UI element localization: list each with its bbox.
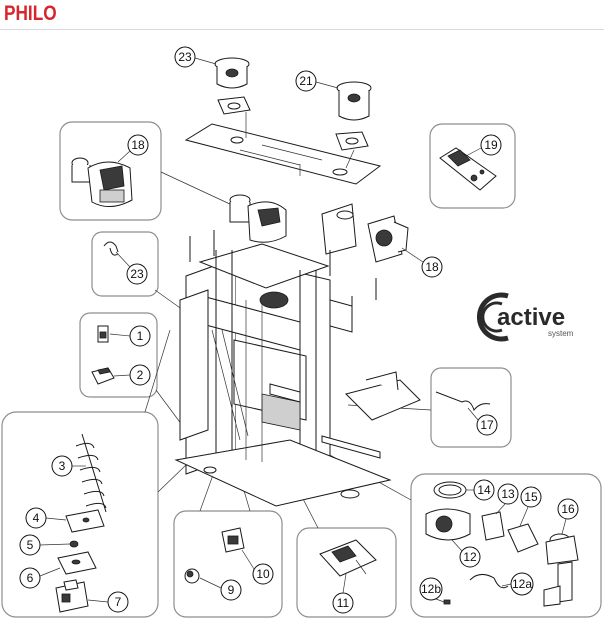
logo-wordmark: active [497, 304, 565, 331]
stove-chassis [174, 230, 421, 507]
probe-17 [435, 391, 491, 412]
detail-box-9-10 [173, 510, 283, 618]
svg-text:6: 6 [27, 571, 34, 585]
control-board-11 [319, 539, 377, 577]
remote-control [439, 147, 497, 191]
combustion-fan-upper [229, 194, 287, 243]
fan-18-detail [71, 157, 133, 207]
svg-text:12: 12 [463, 550, 477, 564]
svg-text:23: 23 [178, 50, 192, 64]
callout-6: 6 [19, 567, 61, 589]
svg-text:7: 7 [115, 595, 122, 609]
callouts: 23 21 18 19 18 23 1 2 17 3 4 5 6 7 10 9 … [19, 46, 579, 614]
callout-14: 14 [466, 479, 495, 501]
callout-18-side: 18 [401, 247, 443, 278]
callout-20: 21 [295, 70, 339, 92]
active-system-logo: active system [476, 292, 574, 342]
callout-12b: 12b [419, 577, 445, 603]
svg-text:12a: 12a [512, 577, 532, 591]
svg-text:12b: 12b [421, 582, 441, 596]
exhaust-stub-21 [214, 57, 251, 115]
svg-text:10: 10 [256, 567, 270, 581]
svg-text:18: 18 [425, 260, 439, 274]
svg-text:15: 15 [524, 490, 538, 504]
svg-text:18: 18 [131, 138, 145, 152]
callout-18-detail: 18 [117, 134, 149, 163]
svg-text:2: 2 [137, 368, 144, 382]
svg-text:19: 19 [484, 138, 498, 152]
auger-screw [75, 433, 107, 513]
callout-9: 9 [199, 577, 242, 601]
callout-15: 15 [519, 486, 542, 527]
callout-17: 17 [467, 407, 498, 436]
svg-text:4: 4 [33, 511, 40, 525]
detail-box-switches-1-2 [79, 312, 158, 398]
logo-tagline: system [548, 329, 574, 338]
clip-23 [103, 241, 119, 256]
callout-11: 11 [332, 573, 354, 614]
svg-text:23: 23 [130, 267, 144, 281]
callout-12: 12 [451, 539, 481, 568]
auger-motor-7 [55, 579, 89, 613]
svg-text:17: 17 [480, 418, 494, 432]
detail-box-probe-17 [430, 367, 512, 448]
callout-7: 7 [87, 591, 129, 613]
callout-3: 3 [51, 455, 86, 477]
callout-23: 23 [115, 251, 148, 285]
top-plate [184, 123, 382, 185]
callout-12a: 12a [501, 572, 534, 596]
callout-19: 19 [465, 134, 502, 157]
callout-16: 16 [557, 498, 579, 535]
callout-13: 13 [495, 483, 519, 515]
fan-assembly-12-16 [425, 481, 579, 607]
ring-5 [69, 540, 79, 548]
svg-text:13: 13 [501, 487, 515, 501]
callout-1: 1 [109, 325, 151, 347]
header-divider [0, 29, 604, 30]
component-2 [91, 367, 115, 385]
callout-21: 23 [174, 46, 217, 68]
exhaust-stub-20 [335, 81, 372, 151]
svg-text:14: 14 [477, 483, 491, 497]
detail-box-fan-12-16 [410, 473, 602, 618]
brand-title: PHILO [4, 2, 57, 25]
svg-text:3: 3 [59, 459, 66, 473]
callout-4: 4 [25, 507, 67, 529]
svg-text:11: 11 [337, 596, 350, 610]
svg-text:16: 16 [561, 502, 575, 516]
callout-5: 5 [19, 534, 71, 556]
callout-10: 10 [241, 549, 274, 585]
detail-box-clip-23 [91, 231, 159, 297]
svg-text:5: 5 [27, 538, 34, 552]
side-fan-18 [321, 203, 409, 263]
component-10 [221, 527, 245, 553]
switch-1 [97, 325, 109, 343]
svg-text:9: 9 [228, 583, 235, 597]
svg-text:21: 21 [299, 74, 313, 88]
svg-text:1: 1 [137, 329, 144, 343]
callout-2: 2 [113, 364, 151, 386]
